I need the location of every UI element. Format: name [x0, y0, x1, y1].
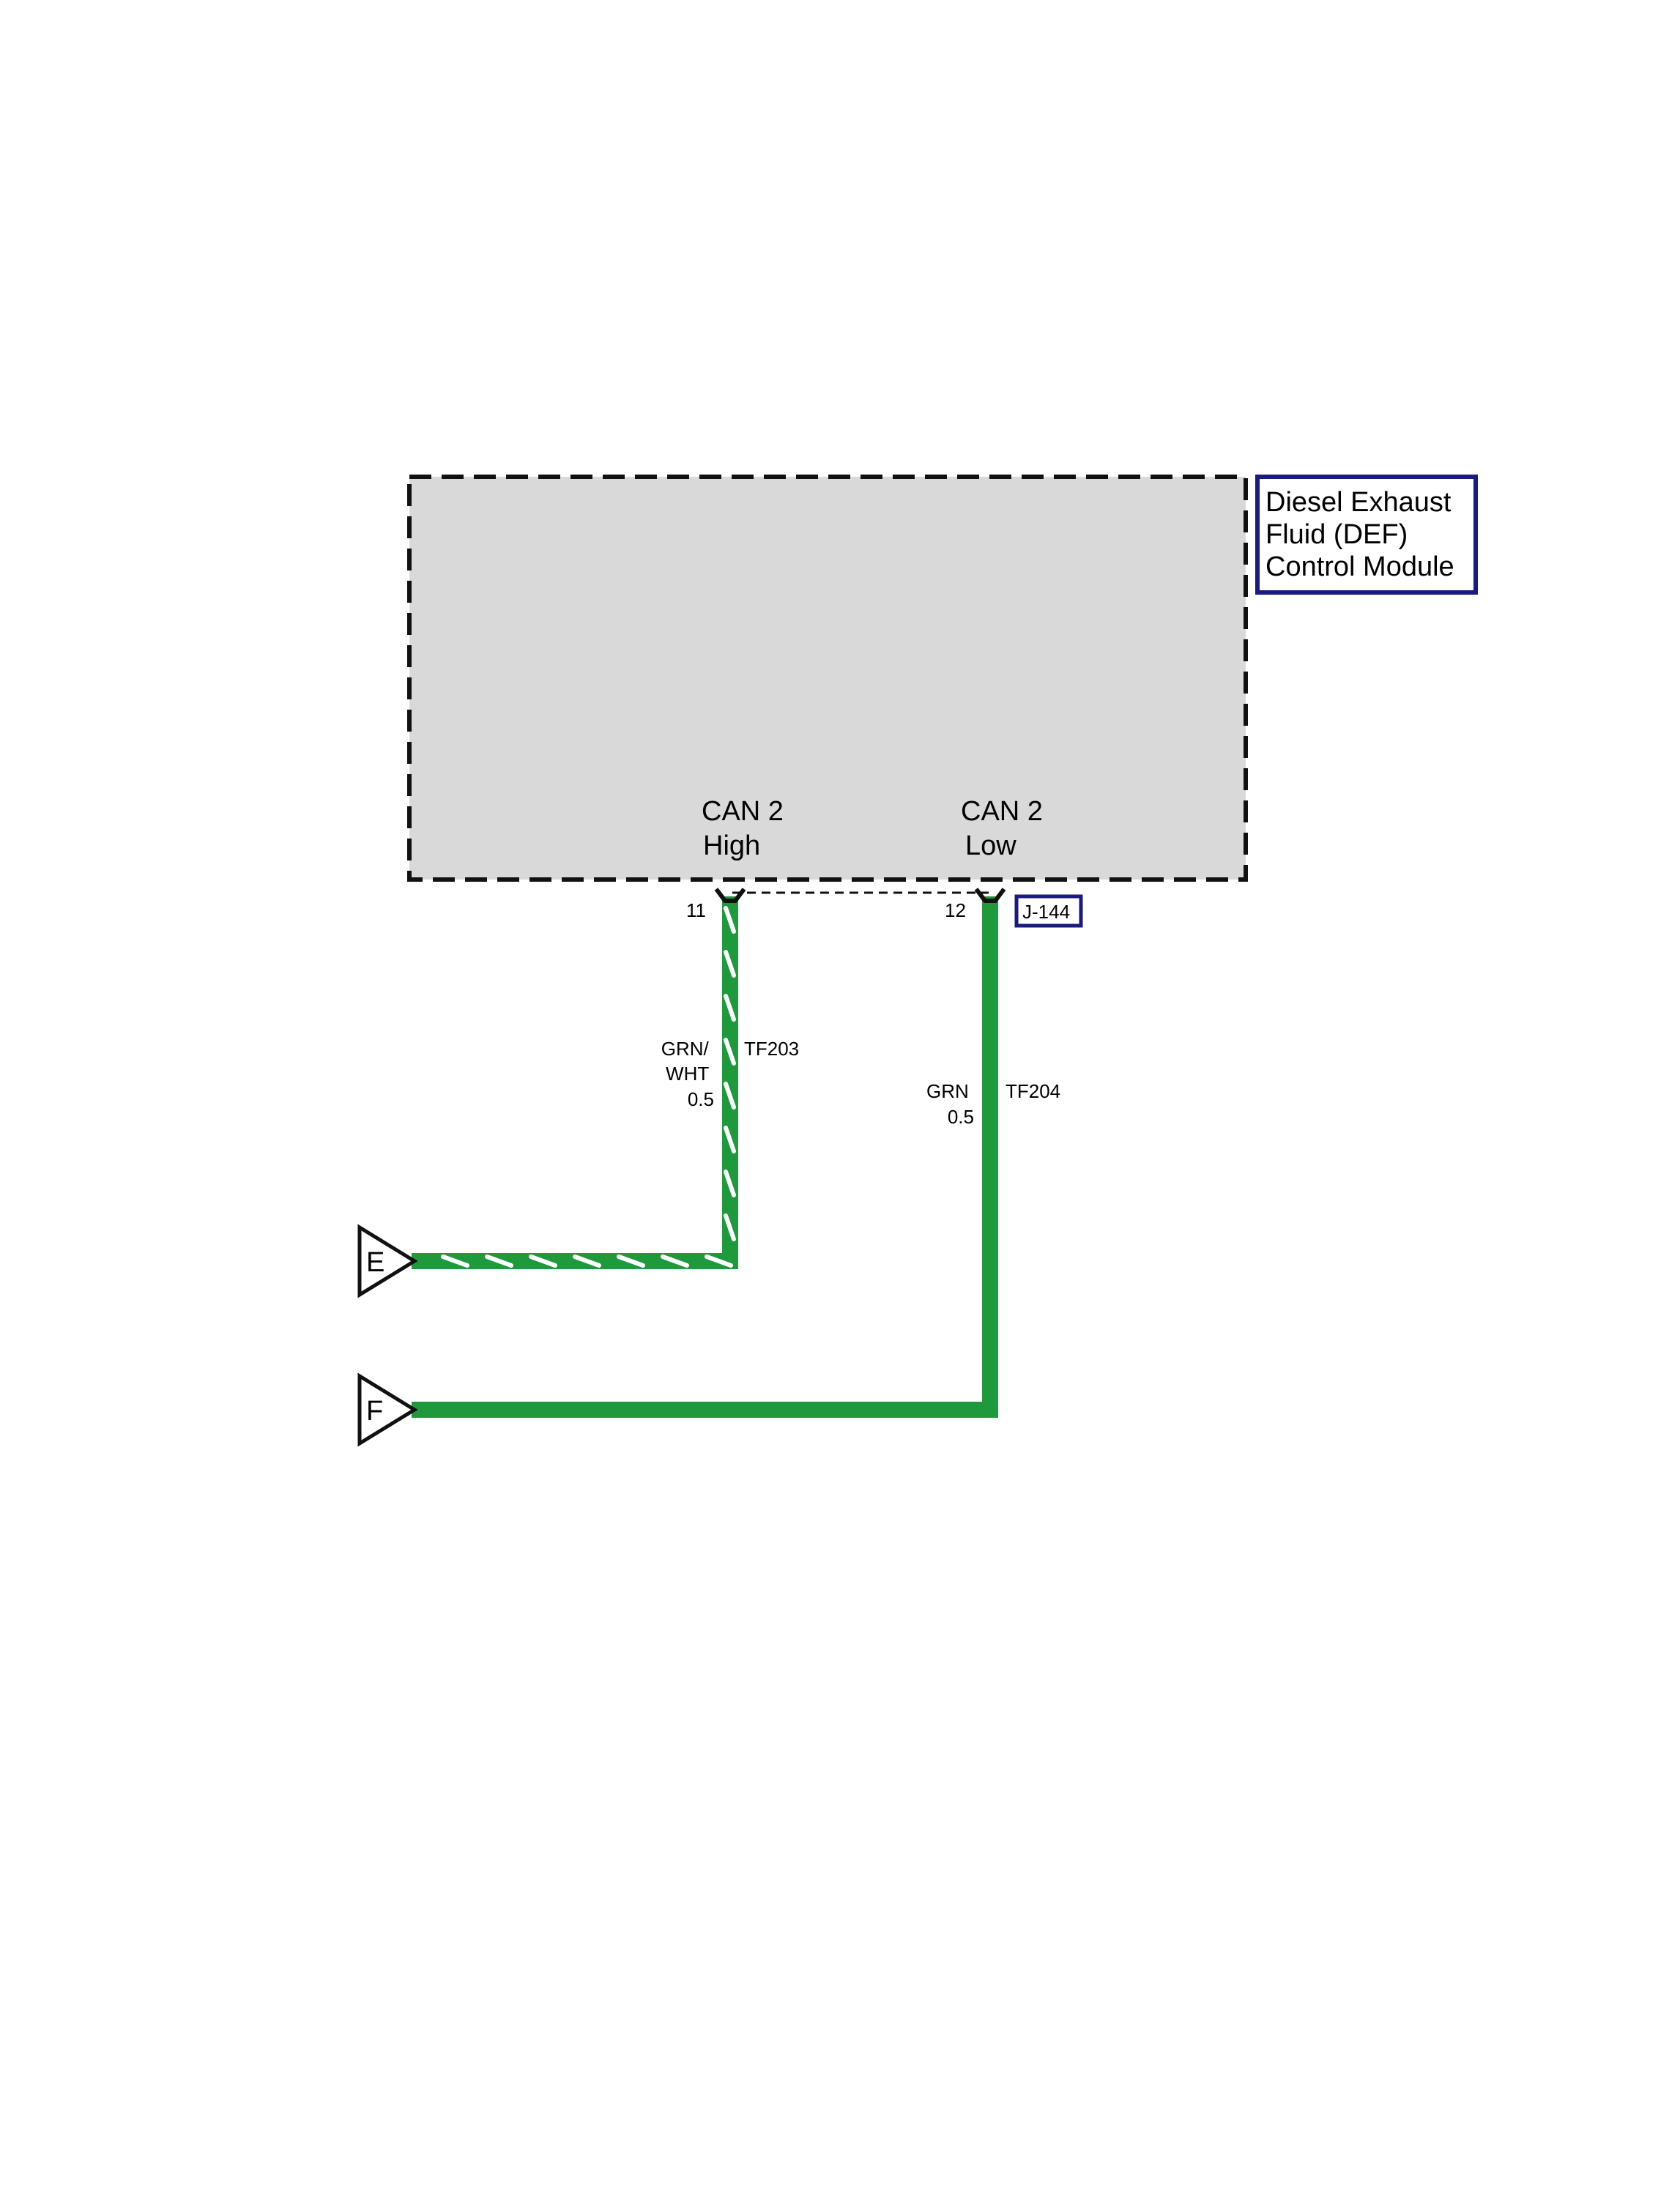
- wire-tf204: [412, 896, 998, 1418]
- wire-tf203-labels: GRN/ WHT 0.5 TF203: [661, 1038, 799, 1110]
- connector-id-box: [1014, 894, 1083, 928]
- module-name-box: [1255, 475, 1478, 595]
- pin-12-signal-line-1: CAN 2: [961, 796, 1043, 827]
- wire-tf204-color-line-1: GRN: [926, 1080, 969, 1102]
- svg-text:Diesel Exhaust Fluid (DE: Diesel Exhaust Fluid (DEF) Control Modul…: [1265, 487, 1459, 582]
- def-control-module: [407, 475, 1248, 894]
- svg-text:11 12: 11 12: [686, 899, 966, 921]
- wire-tf203-color-line-2: WHT: [666, 1063, 709, 1085]
- wire-tf203-gauge: 0.5: [688, 1088, 714, 1110]
- module-name-line-3: Control Module: [1265, 551, 1454, 582]
- offpage-connector-f-label: F: [366, 1396, 383, 1427]
- offpage-connector-e-label: E: [366, 1247, 384, 1278]
- offpage-connector-e: E: [357, 1224, 418, 1298]
- offpage-connector-f-triangle-icon: [357, 1372, 418, 1447]
- svg-text:GRN/ WHT 0.5: GRN/ WHT 0.5: [661, 1038, 714, 1110]
- module-name-label: Diesel Exhaust Fluid (DEF) Control Modul…: [1255, 475, 1478, 595]
- module-body: [407, 475, 1248, 882]
- module-name-line-2: Fluid (DEF): [1265, 519, 1408, 550]
- wire-tf204-gauge: 0.5: [948, 1106, 974, 1128]
- pin-numbers: 11 12: [686, 899, 966, 921]
- svg-text:CAN 2 High CAN 2: CAN 2 High CAN 2 Low: [702, 796, 1050, 861]
- module-name-line-1: Diesel Exhaust: [1265, 487, 1452, 518]
- wire-tf204-circuit: TF204: [1006, 1080, 1060, 1102]
- connector-id-text: J-144: [1022, 901, 1070, 923]
- pin-12-number: 12: [945, 899, 966, 921]
- pin-11-terminal-icon: [714, 888, 746, 903]
- wire-tf203-circuit: TF203: [744, 1038, 799, 1060]
- wire-tf204-labels: GRN 0.5 TF204: [926, 1080, 1060, 1128]
- pin-12-signal-line-2: Low: [965, 830, 1016, 861]
- wire-tf204-path: [412, 896, 998, 1418]
- wire-tf203-path: [412, 896, 738, 1269]
- pin-terminals: [714, 888, 1006, 903]
- wire-tf203: [412, 896, 738, 1269]
- connector-id-label: J-144: [1014, 894, 1083, 928]
- pin-signal-labels: CAN 2 High CAN 2 Low: [702, 796, 1050, 861]
- pin-11-signal-line-2: High: [703, 830, 760, 861]
- wire-tf203-color-line-1: GRN/: [661, 1038, 710, 1060]
- pin-11-signal-line-1: CAN 2: [702, 796, 784, 827]
- wire-tf203-stripes: [441, 906, 736, 1268]
- offpage-connector-f: F: [357, 1372, 418, 1447]
- offpage-connector-e-triangle-icon: [357, 1224, 418, 1298]
- pin-12-terminal-icon: [974, 888, 1006, 903]
- svg-text:GRN 0.5: GRN 0.5: [926, 1080, 974, 1128]
- pin-11-number: 11: [686, 899, 706, 921]
